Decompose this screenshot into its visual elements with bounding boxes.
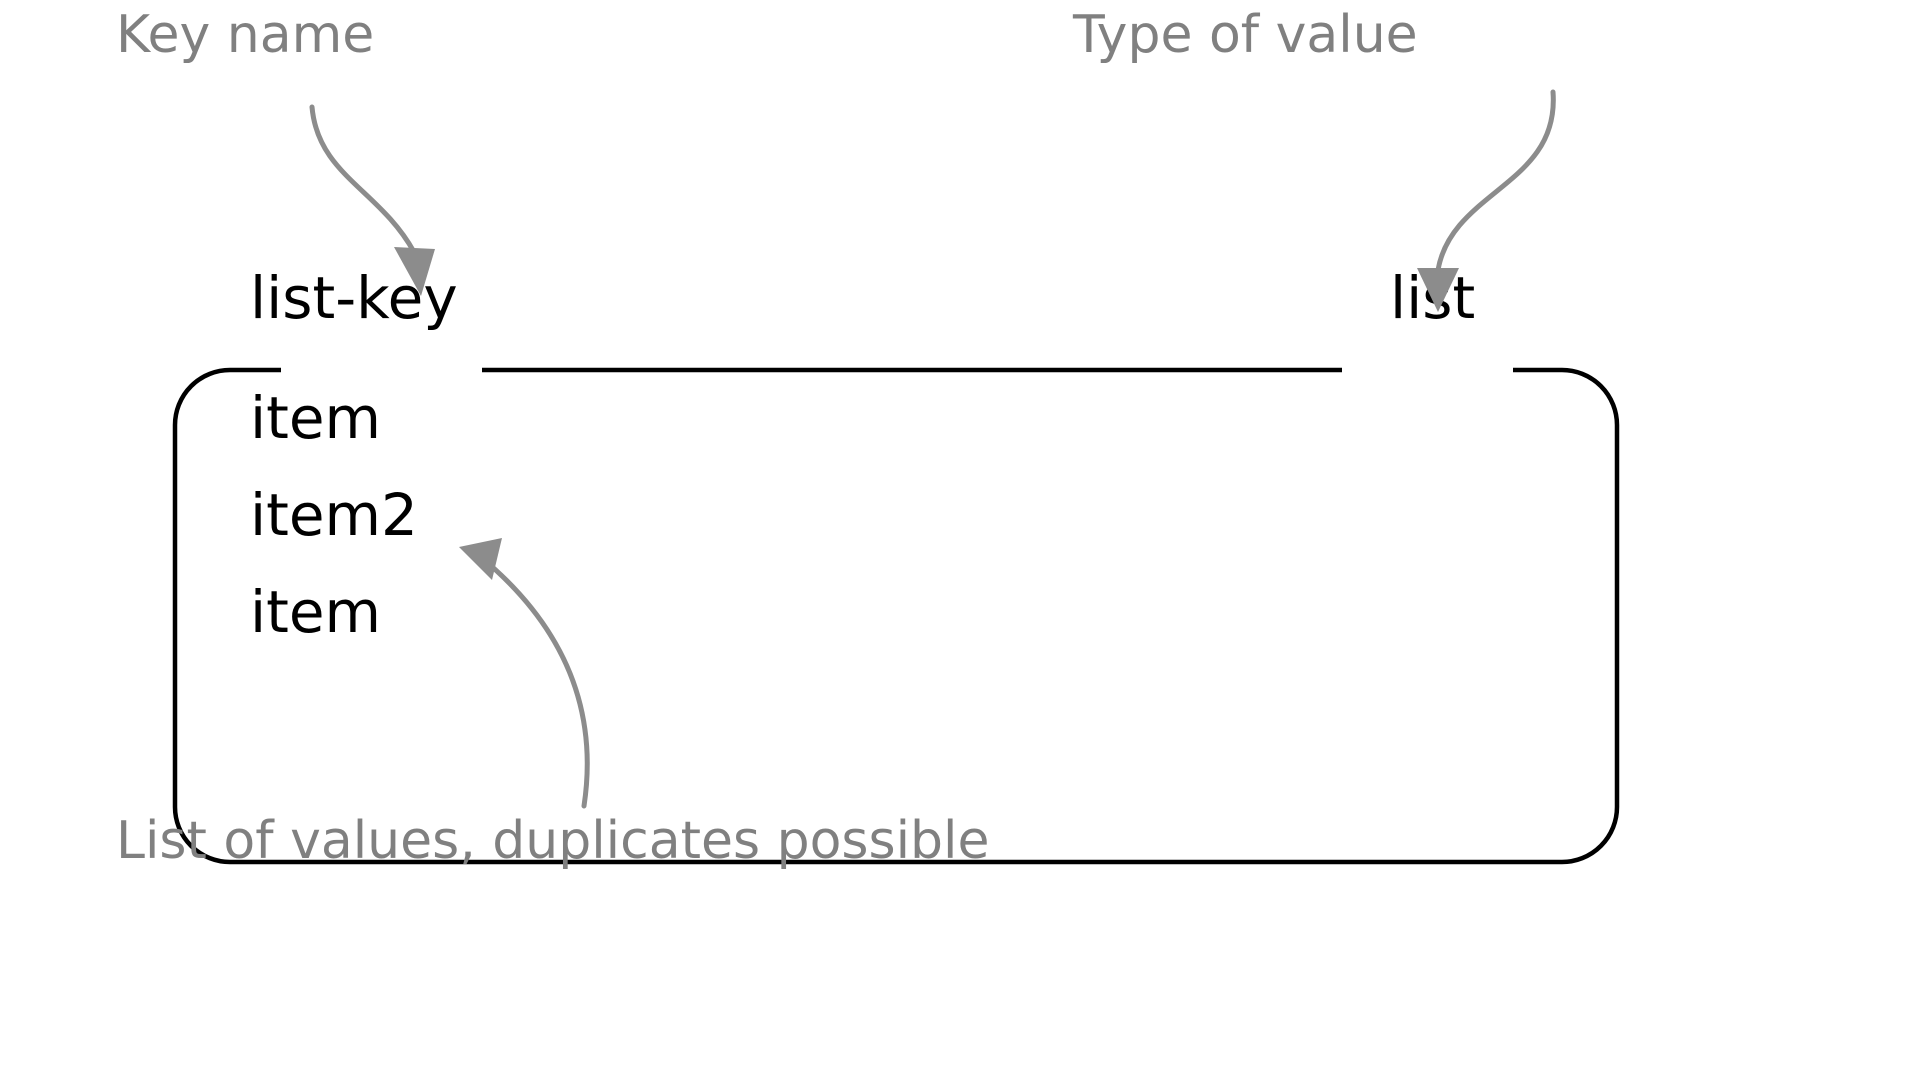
- annotation-type-of-value-arrow-icon: [1417, 268, 1459, 312]
- annotation-type-of-value-label: Type of value: [1072, 5, 1418, 65]
- list-item-1: item2: [250, 481, 418, 549]
- annotation-key-name-arrow-icon: [394, 247, 435, 296]
- annotation-list-of-values-arrow-curve: [479, 555, 590, 809]
- annotation-list-of-values-label: List of values, duplicates possible: [116, 811, 990, 871]
- list-item-0: item: [250, 384, 381, 452]
- list-item-2: item: [250, 578, 381, 646]
- block-outline-left-segment: [172, 367, 1620, 865]
- annotation-key-name-arrow-curve: [309, 104, 417, 255]
- annotation-type-of-value-arrow-curve: [1435, 89, 1556, 273]
- annotation-list-of-values-arrow-icon: [459, 538, 502, 580]
- annotation-key-name-label: Key name: [116, 5, 374, 65]
